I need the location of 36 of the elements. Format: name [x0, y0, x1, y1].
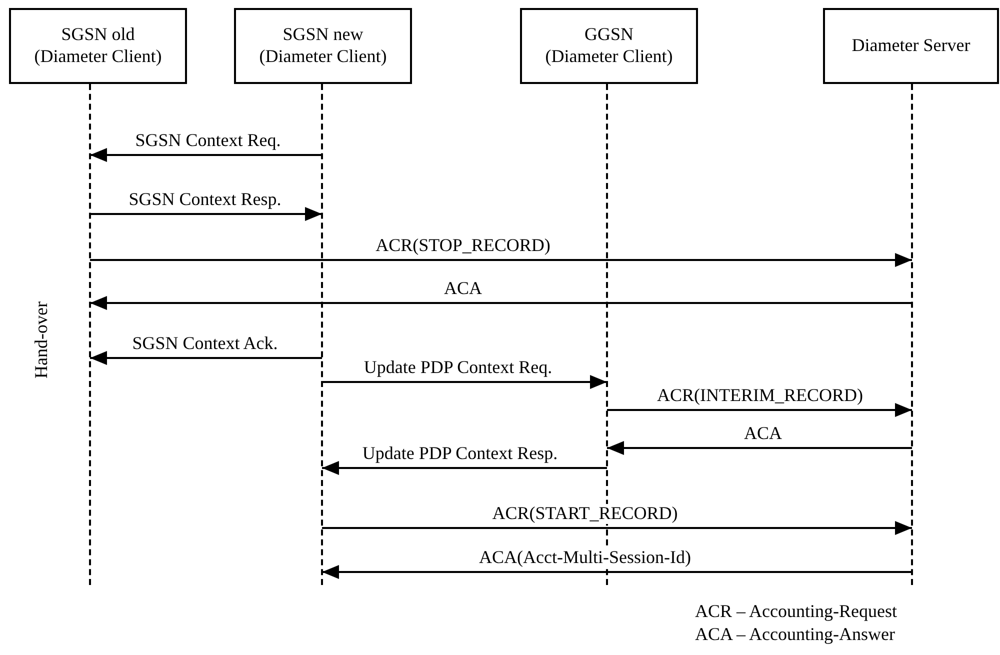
- edge-label: Update PDP Context Req.: [362, 358, 554, 378]
- message-arrow: [607, 403, 912, 417]
- participant-box: [520, 8, 698, 84]
- participant-name: SGSN old: [61, 24, 135, 46]
- side-label: Hand-over: [31, 302, 52, 378]
- message-arrow: [322, 461, 607, 475]
- edge-label: SGSN Context Req.: [134, 131, 282, 151]
- participant-box: [823, 8, 999, 84]
- edge-label: ACR(START_RECORD): [491, 504, 679, 524]
- participant-name: GGSN: [584, 24, 634, 46]
- message-arrow: [90, 253, 912, 267]
- message-arrow: [607, 441, 912, 455]
- participant-name: (Diameter Client): [259, 46, 387, 68]
- legend-note: ACA – Accounting-Answer: [695, 624, 895, 646]
- message-arrow: [90, 207, 322, 221]
- edge-label: ACR(STOP_RECORD): [374, 236, 552, 256]
- lifeline: [321, 84, 323, 585]
- message-arrow: [322, 521, 912, 535]
- participant-box: [234, 8, 412, 84]
- edge-label: ACA(Acct-Multi-Session-Id): [478, 548, 692, 568]
- participant-name: SGSN new: [282, 24, 364, 46]
- edge-label: SGSN Context Resp.: [128, 190, 282, 210]
- participant-name: (Diameter Client): [34, 46, 162, 68]
- legend-note: ACR – Accounting-Request: [695, 601, 897, 623]
- lifeline: [89, 84, 91, 585]
- participant-box: [9, 8, 187, 84]
- message-arrow: [90, 148, 322, 162]
- message-arrow: [90, 296, 912, 310]
- lifeline: [911, 84, 913, 585]
- edge-label: Update PDP Context Resp.: [361, 444, 559, 464]
- participant-name: Diameter Server: [852, 35, 970, 57]
- participant-name: (Diameter Client): [545, 46, 673, 68]
- message-arrow: [90, 351, 322, 365]
- message-arrow: [322, 565, 912, 579]
- message-arrow: [322, 375, 607, 389]
- edge-label: ACR(INTERIM_RECORD): [656, 386, 864, 406]
